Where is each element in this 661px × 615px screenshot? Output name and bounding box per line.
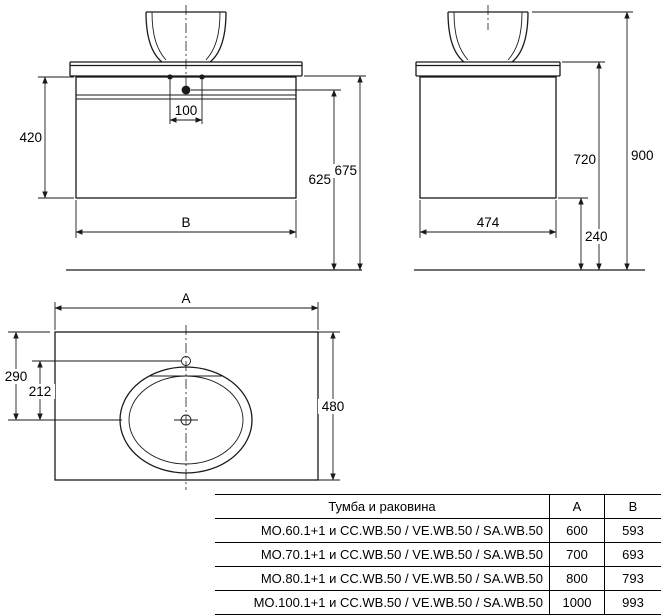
- front-cabinet: [75, 76, 297, 199]
- value-b: 993: [604, 590, 661, 615]
- dim-474-label: 474: [477, 215, 500, 230]
- table-row: MO.80.1+1 и CC.WB.50 / VE.WB.50 / SA.WB.…: [215, 566, 661, 591]
- countertop-plan: [54, 331, 319, 481]
- dim-100-label: 100: [175, 103, 198, 118]
- side-view: 474 240 720 900: [414, 5, 654, 271]
- model-name: MO.100.1+1 и CC.WB.50 / VE.WB.50 / SA.WB…: [215, 590, 550, 615]
- value-a: 800: [549, 566, 605, 591]
- dim-420-label: 420: [19, 130, 42, 145]
- table-row: MO.100.1+1 и CC.WB.50 / VE.WB.50 / SA.WB…: [215, 590, 661, 615]
- dim-B: [75, 200, 297, 238]
- dim-474: [419, 200, 557, 238]
- model-name: MO.70.1+1 и CC.WB.50 / VE.WB.50 / SA.WB.…: [215, 542, 550, 567]
- dim-A-label: A: [181, 291, 190, 306]
- dim-240-label: 240: [585, 229, 608, 244]
- spec-header-col-b: B: [604, 494, 661, 519]
- value-b: 793: [604, 566, 661, 591]
- dim-A: [54, 302, 319, 330]
- side-countertop: [415, 61, 561, 77]
- dim-240-720-900: [532, 11, 633, 271]
- dim-B-label: B: [181, 215, 190, 230]
- dim-480-label: 480: [322, 399, 345, 414]
- spec-table: Тумба и раковина A B MO.60.1+1 и CC.WB.5…: [215, 494, 661, 615]
- value-a: 600: [549, 518, 605, 543]
- table-row: MO.60.1+1 и CC.WB.50 / VE.WB.50 / SA.WB.…: [215, 518, 661, 543]
- top-view: A 290 212 480: [2, 291, 349, 490]
- value-a: 1000: [549, 590, 605, 615]
- drain-hole: [174, 414, 198, 426]
- front-countertop: [69, 61, 303, 77]
- dim-720-label: 720: [573, 152, 596, 167]
- side-cabinet: [419, 76, 557, 199]
- spec-header-col-a: A: [549, 494, 605, 519]
- dim-420: [38, 76, 74, 199]
- dim-100: [169, 80, 203, 124]
- value-b: 593: [604, 518, 661, 543]
- dim-290-label: 290: [5, 369, 28, 384]
- dim-212-label: 212: [29, 384, 52, 399]
- spec-table-header-row: Тумба и раковина A B: [215, 494, 661, 519]
- model-name: MO.60.1+1 и CC.WB.50 / VE.WB.50 / SA.WB.…: [215, 518, 550, 543]
- value-b: 693: [604, 542, 661, 567]
- front-view: 100 420 B 625 675: [19, 5, 366, 271]
- value-a: 700: [549, 542, 605, 567]
- dim-900-label: 900: [631, 148, 654, 163]
- connection-points: [167, 74, 205, 95]
- dim-675-label: 675: [334, 163, 357, 178]
- model-name: MO.80.1+1 и CC.WB.50 / VE.WB.50 / SA.WB.…: [215, 566, 550, 591]
- faucet-hole: [181, 356, 191, 366]
- table-row: MO.70.1+1 и CC.WB.50 / VE.WB.50 / SA.WB.…: [215, 542, 661, 567]
- dim-625-675: [191, 75, 366, 271]
- dim-625-label: 625: [308, 172, 331, 187]
- spec-header-name: Тумба и раковина: [215, 494, 550, 519]
